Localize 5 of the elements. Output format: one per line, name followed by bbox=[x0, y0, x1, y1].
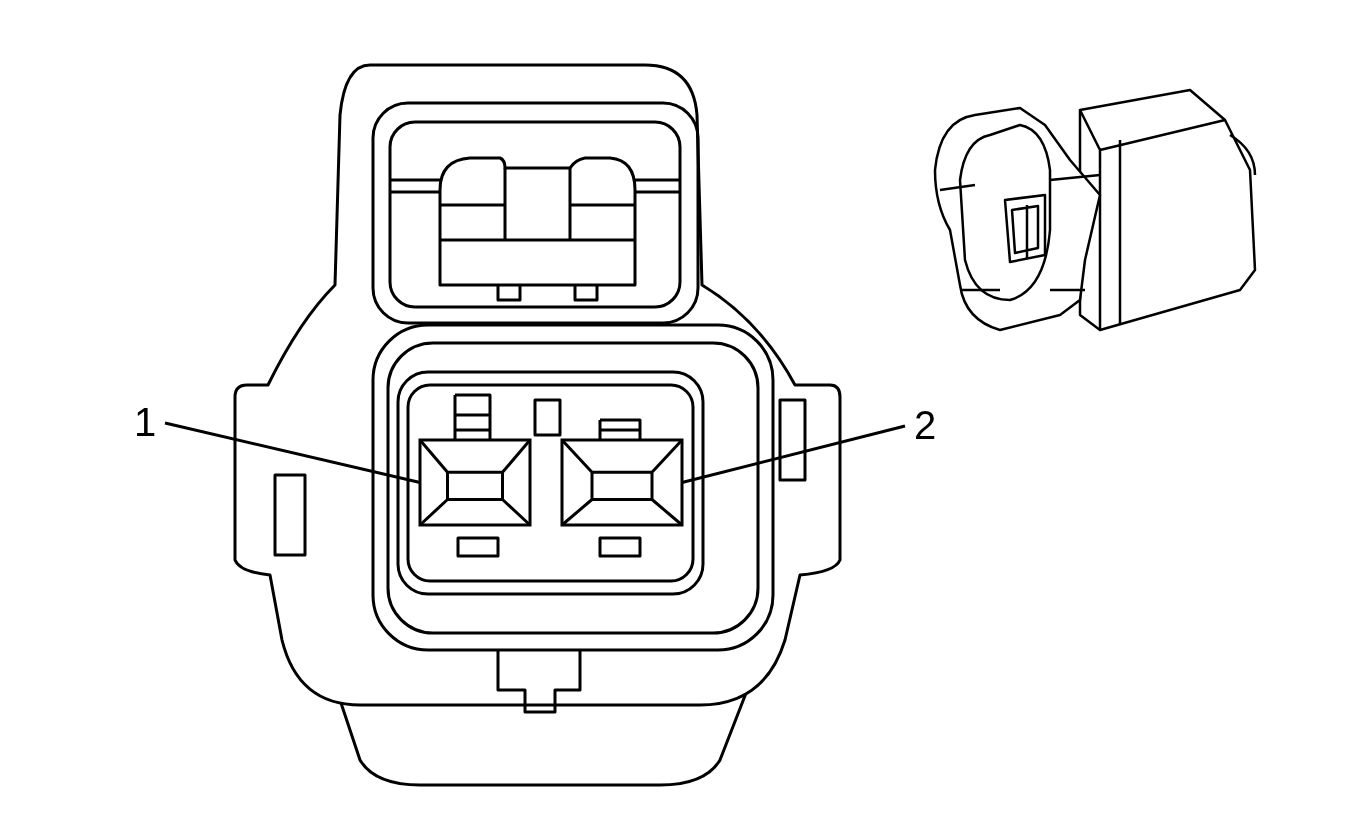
terminal-cavity bbox=[560, 438, 684, 527]
terminal-cavity bbox=[418, 438, 532, 527]
callout-number: 1 bbox=[132, 402, 158, 442]
leader-line bbox=[164, 421, 421, 484]
callout-number: 2 bbox=[912, 405, 938, 445]
